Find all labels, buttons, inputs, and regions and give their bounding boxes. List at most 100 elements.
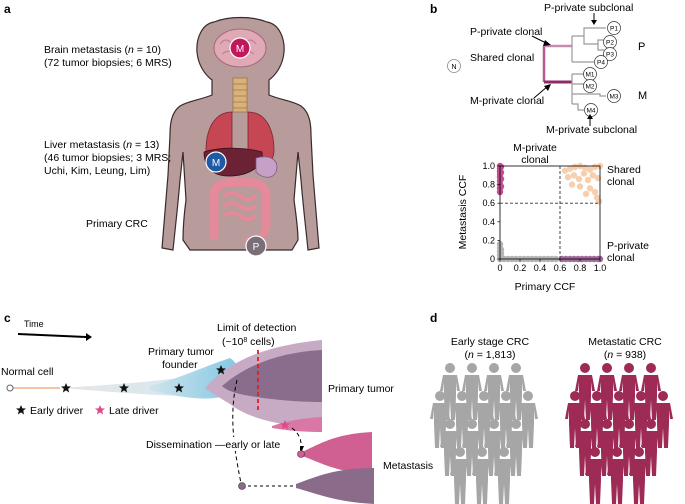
scatter-point-series1-21 — [591, 188, 599, 196]
primary-crc-marker — [245, 235, 267, 257]
leaf-node-m2 — [583, 79, 597, 93]
early-stage-crc-title: Early stage CRC — [451, 336, 530, 348]
panel-a-label: a — [4, 2, 11, 16]
leaf-label-m1: M1 — [585, 72, 594, 79]
early-dissemination-path — [232, 379, 242, 484]
scatter-point-series0-12 — [497, 163, 505, 171]
dissemination-label-bg — [140, 437, 300, 451]
panel-a: a M M P — [4, 2, 320, 257]
liver-studies-label: Uchi, Kim, Leung, Lim) — [44, 165, 150, 177]
early-driver-star-2 — [119, 383, 129, 393]
leaf-node-p4 — [594, 55, 608, 69]
panel-b: b N P1 P2 P3 P4 M1 — [430, 2, 649, 293]
y-tick-label-1: 0.2 — [482, 235, 495, 245]
late-driver-legend-label: Late driver — [109, 405, 159, 417]
early-seed-cell — [238, 482, 246, 490]
scatter-point-series0-10 — [497, 175, 505, 183]
primary-founder-label-1: Primary tumor — [148, 346, 214, 358]
scatter-label-m-private-clonal-1: M-private — [513, 142, 557, 154]
m-subclonal-branches — [571, 73, 606, 111]
scatter-point-series1-11 — [580, 170, 588, 177]
leaf-nodes: P1 P2 P3 P4 M1 M2 M3 M4 — [583, 21, 621, 117]
scatter-label-p-private-clonal-2: clonal — [607, 252, 634, 264]
leaf-node-m3 — [607, 89, 621, 103]
p-subclonal-branches — [571, 27, 606, 63]
brain-metastasis-label: Brain metastasis (n = 10) — [44, 44, 161, 56]
limit-of-detection-label: Limit of detection — [217, 322, 297, 334]
primary-tumor-label: Primary tumor — [328, 383, 394, 395]
metastatic-crowd — [565, 363, 673, 504]
y-tick-label-2: 0.4 — [482, 217, 495, 227]
metastasis-late-shape — [302, 432, 372, 474]
late-driver-legend-star — [95, 405, 105, 415]
scatter-label-m-private-clonal-2: clonal — [521, 154, 548, 166]
early-driver-star-3 — [174, 383, 184, 393]
normal-root-label: N — [451, 64, 456, 71]
leaf-label-p1: P1 — [610, 26, 618, 33]
x-tick-label-0: 0 — [497, 263, 502, 273]
y-tick-label-5: 1.0 — [482, 161, 495, 171]
tree-label-p-private-clonal: P-private clonal — [470, 26, 542, 38]
x-tick-label-3: 0.6 — [554, 263, 567, 273]
normal-root-node — [447, 59, 461, 73]
panel-b-label: b — [430, 2, 437, 16]
late-seed-cell — [297, 450, 305, 458]
liver-metastasis-label: Liver metastasis (n = 13) — [44, 139, 159, 151]
leaf-label-m3: M3 — [609, 94, 618, 101]
body-silhouette — [161, 16, 320, 251]
leaf-label-p4: P4 — [597, 60, 605, 67]
liver-marker-label: M — [212, 158, 220, 169]
scatter-point-series1-0 — [561, 167, 569, 174]
primary-marker-label: P — [253, 242, 260, 253]
late-driver-star — [280, 420, 290, 430]
primary-tumor-inner-shape — [222, 350, 322, 402]
panel-c: c Time Normal cell Limit of detection (~… — [1, 311, 433, 504]
x-tick-label-5: 1.0 — [594, 263, 607, 273]
leaf-label-p3: P3 — [606, 52, 614, 59]
scatter-point-series1-10 — [575, 175, 583, 183]
early-stage-crc-count: (n = 1,813) — [464, 349, 515, 361]
tree-label-m-private-subclonal: M-private subclonal — [546, 124, 637, 136]
scatter-point-series1-1 — [566, 165, 574, 172]
scatter-point-series1-13 — [589, 172, 597, 179]
stomach — [255, 156, 278, 178]
dissemination-label: Dissemination —early or late — [146, 439, 280, 451]
colon — [209, 177, 271, 241]
scatter-point-series0-9 — [497, 183, 505, 190]
scatter-point-series1-16 — [576, 183, 584, 190]
scatter-label-shared-clonal-1: Shared — [607, 164, 641, 176]
panel-d: d Early stage CRC (n = 1,813) Metastatic… — [430, 311, 673, 504]
leaf-node-p3 — [603, 47, 617, 61]
scatter-point-series1-17 — [586, 185, 594, 192]
early-driver-legend-label: Early driver — [30, 405, 84, 417]
primary-founder-label-2: founder — [162, 359, 198, 371]
y-tick-label-3: 0.6 — [482, 198, 495, 208]
scatter-point-series1-2 — [571, 163, 579, 171]
late-subclone-shape — [272, 417, 322, 432]
y-axis-ticks: 00.20.40.60.81.0 — [482, 161, 500, 264]
leaf-label-m4: M4 — [586, 108, 595, 115]
metastatic-crc-title: Metastatic CRC — [588, 336, 662, 348]
phylogenetic-tree: N P1 P2 P3 P4 M1 M2 M3 M4 P-private subc… — [447, 2, 647, 136]
y-tick-label-0: 0 — [490, 254, 495, 264]
tree-group-p: P — [638, 41, 645, 53]
scatter-point-series1-8 — [564, 173, 572, 181]
early-driver-star-4 — [216, 365, 226, 375]
scatter-points — [496, 162, 604, 263]
trachea — [232, 77, 248, 113]
plot-frame — [499, 165, 601, 260]
tree-group-m: M — [638, 90, 647, 102]
limit-of-detection-cells: (~108 cells) — [222, 336, 275, 348]
brain-marker-label: M — [236, 44, 244, 55]
primary-crc-label: Primary CRC — [86, 218, 148, 230]
normal-cell-node — [6, 384, 14, 392]
time-label: Time — [24, 319, 44, 329]
scatter-point-series1-14 — [594, 174, 602, 182]
brain-metastasis-marker — [229, 37, 251, 59]
metastatic-crc-count: (n = 938) — [604, 349, 646, 361]
x-tick-label-4: 0.8 — [574, 263, 587, 273]
scatter-label-shared-clonal-2: clonal — [607, 176, 634, 188]
tree-label-p-private-subclonal: P-private subclonal — [544, 2, 633, 14]
